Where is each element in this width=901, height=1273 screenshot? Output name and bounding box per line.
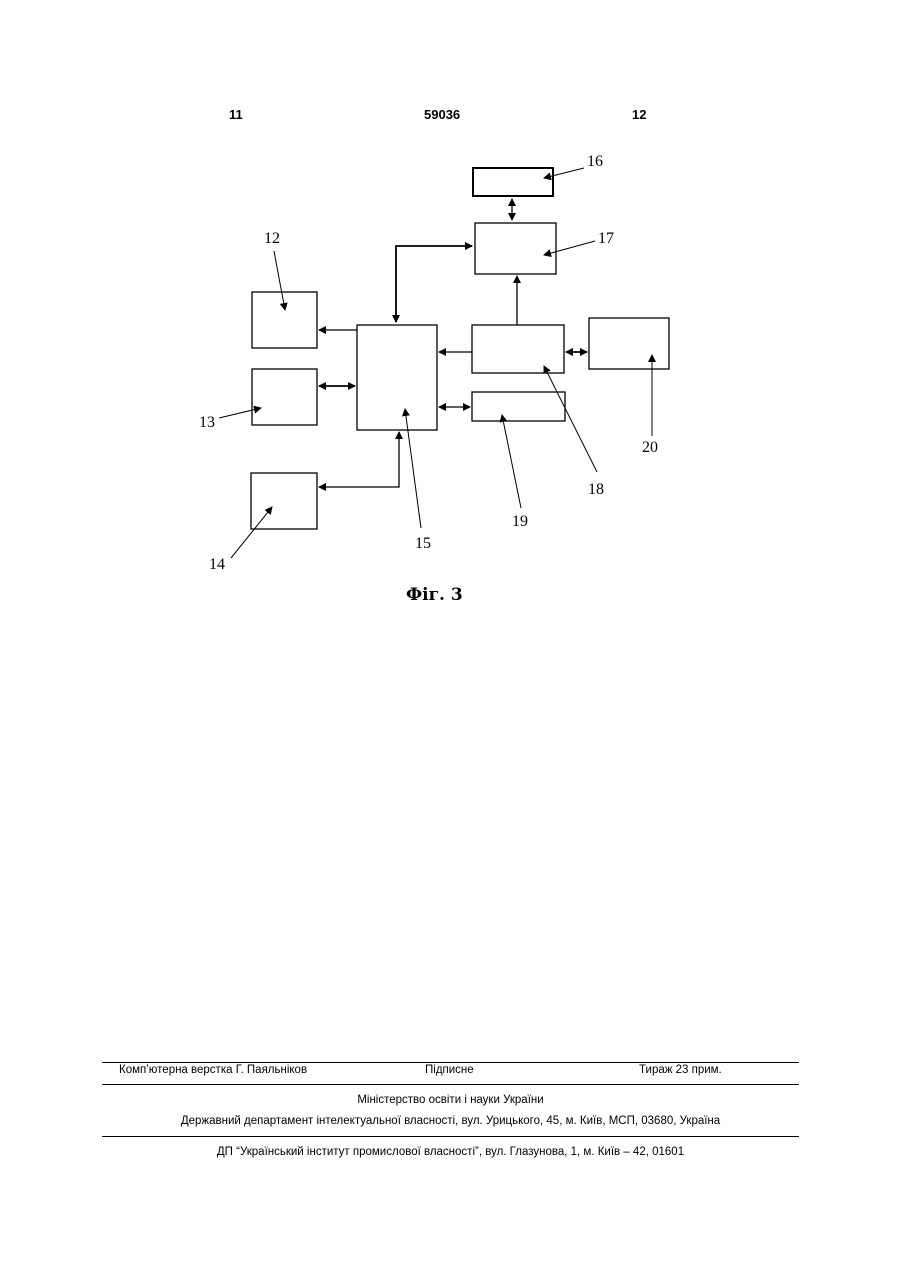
label-16: 16	[587, 153, 603, 170]
circulation-note: Тираж 23 прим.	[639, 1064, 722, 1076]
leader-18	[544, 366, 597, 472]
block-diagram: 16 17 12 13 14 15 18 19 20 Фіг. 3	[0, 0, 901, 640]
label-20: 20	[642, 439, 658, 456]
label-19: 19	[512, 513, 528, 530]
label-14: 14	[209, 556, 225, 573]
footer-rule-top	[102, 1062, 799, 1063]
label-15: 15	[415, 535, 431, 552]
footer-rule-middle	[102, 1084, 799, 1085]
leader-17	[544, 241, 595, 255]
ministry-line: Міністерство освіти і науки України	[102, 1094, 799, 1106]
block-16	[473, 168, 553, 196]
signed-note: Підписне	[425, 1064, 474, 1076]
leader-19	[502, 415, 521, 508]
department-line: Державний департамент інтелектуальної вл…	[102, 1115, 799, 1127]
block-18	[472, 325, 564, 373]
block-19	[472, 392, 565, 421]
label-13: 13	[199, 414, 215, 431]
label-17: 17	[598, 230, 614, 247]
block-20	[589, 318, 669, 369]
block-15	[357, 325, 437, 430]
link-15-17	[396, 246, 472, 322]
link-15-14	[319, 432, 399, 487]
institute-line: ДП “Український інститут промислової вла…	[102, 1146, 799, 1158]
label-18: 18	[588, 481, 604, 498]
layout-credit: Комп’ютерна верстка Г. Паяльніков	[119, 1064, 307, 1076]
leader-16	[544, 168, 584, 178]
block-17	[475, 223, 556, 274]
leader-13	[219, 408, 261, 418]
leader-15	[405, 409, 421, 528]
footer-rule-bottom	[102, 1136, 799, 1137]
leader-12	[274, 251, 285, 310]
figure-caption: Фіг. 3	[406, 585, 463, 605]
label-12: 12	[264, 230, 280, 247]
block-13	[252, 369, 317, 425]
block-12	[252, 292, 317, 348]
